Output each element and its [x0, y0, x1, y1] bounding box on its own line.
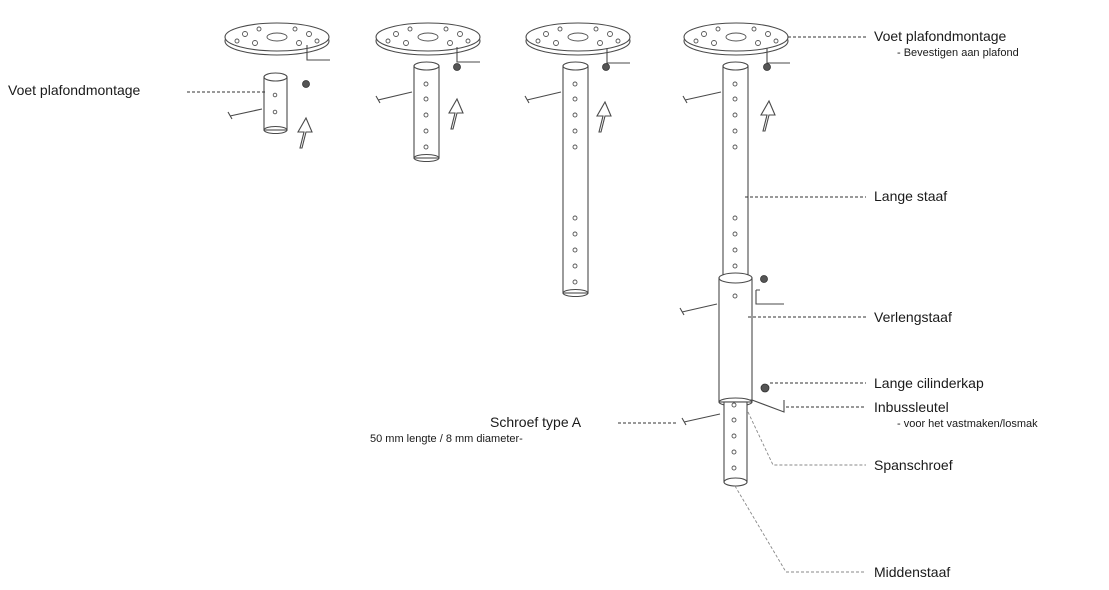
leader-line	[734, 485, 866, 573]
screw-icon	[679, 303, 718, 316]
label-verlengstaaf: Verlengstaaf	[874, 309, 952, 325]
label-middenstaaf: Middenstaaf	[874, 564, 951, 580]
label-lange-cilinderkap: Lange cilinderkap	[874, 375, 984, 391]
hex-key-icon	[456, 47, 480, 63]
nut-icon	[602, 63, 610, 71]
screw-icon	[524, 91, 562, 104]
screw-icon	[681, 413, 721, 426]
hex-key-icon	[606, 48, 630, 64]
hex-key-icon	[306, 45, 330, 61]
label-spanschroef: Spanschroef	[874, 457, 953, 473]
long-rod	[722, 61, 749, 279]
nut-icon	[302, 80, 310, 88]
extension-rod	[718, 272, 753, 407]
arrow-up-icon	[760, 99, 776, 132]
label-inbussleutel: Inbussleutel	[874, 399, 949, 415]
label-voet-plafondmontage-right: Voet plafondmontage	[874, 28, 1007, 44]
long-tube	[562, 61, 589, 298]
nut-icon	[763, 63, 771, 71]
hex-key-icon	[766, 48, 790, 64]
short-tube	[263, 72, 288, 135]
nut-icon	[453, 63, 461, 71]
arrow-up-icon	[297, 116, 313, 149]
ceiling-plate	[683, 22, 789, 56]
ceiling-plate	[375, 22, 481, 56]
label-inbussleutel-sub: - voor het vastmaken/losmak	[897, 418, 1038, 430]
label-schroef-type-a: Schroef type A	[490, 414, 582, 430]
cylinder-cap-icon	[760, 383, 770, 393]
medium-tube	[413, 61, 440, 163]
ceiling-plate	[224, 22, 330, 56]
nut-icon	[760, 275, 768, 283]
middle-rod	[723, 401, 748, 487]
hex-key-icon	[749, 399, 785, 413]
label-lange-staaf: Lange staaf	[874, 188, 948, 204]
label-voet-plafondmontage-left: Voet plafondmontage	[8, 82, 141, 98]
screw-icon	[227, 108, 263, 120]
label-bevestigen-aan-plafond: - Bevestigen aan plafond	[897, 47, 1019, 59]
ceiling-plate	[525, 22, 631, 56]
label-schroef-spec: 50 mm lengte / 8 mm diameter-	[370, 433, 523, 445]
hex-key-icon	[755, 289, 784, 305]
leader-line	[747, 411, 866, 466]
screw-icon	[682, 91, 722, 104]
arrow-up-icon	[596, 100, 612, 133]
screw-icon	[375, 91, 413, 104]
arrow-up-icon	[448, 97, 464, 130]
